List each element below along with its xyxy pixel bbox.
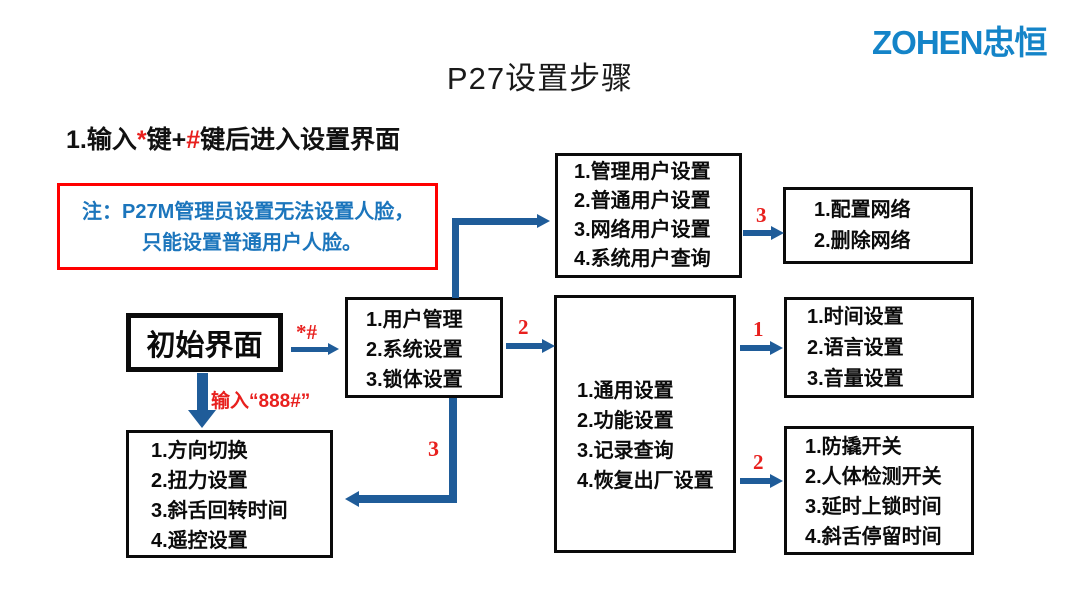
edge-label-2: 2 (518, 315, 529, 339)
brand-logo: ZOHEN忠恒 (872, 24, 1047, 61)
user-settings-item: 1.管理用户设置 (574, 161, 711, 183)
arrowhead-right-icon (542, 339, 555, 353)
arrow-main-to-lockbody-vertical (449, 398, 457, 503)
note-line-1: 注：P27M管理员设置无法设置人脸， (82, 201, 415, 223)
function-settings-item: 4.斜舌停留时间 (805, 526, 942, 548)
edge-label-3: 3 (756, 203, 767, 227)
user-settings-item: 4.系统用户查询 (574, 248, 711, 270)
network-item: 2.删除网络 (814, 230, 911, 252)
note-box: 注：P27M管理员设置无法设置人脸， 只能设置普通用户人脸。 (57, 183, 438, 270)
arrow-main-to-users-horizontal (452, 218, 538, 225)
function-settings-item: 3.延时上锁时间 (805, 496, 942, 518)
network-item: 1.配置网络 (814, 199, 911, 221)
lock-body-item: 3.斜舌回转时间 (151, 500, 288, 522)
arrowhead-down-icon (188, 410, 216, 428)
star-key: * (136, 126, 147, 154)
node-system-settings: 1.通用设置 2.功能设置 3.记录查询 4.恢复出厂设置 (554, 295, 736, 553)
node-network-settings: 1.配置网络 2.删除网络 (783, 187, 973, 264)
initial-screen-label: 初始界面 (146, 329, 263, 362)
arrowhead-right-icon (771, 226, 784, 240)
user-settings-item: 2.普通用户设置 (574, 190, 711, 212)
instruction-suffix: 键后进入设置界面 (200, 126, 401, 154)
note-line-2: 只能设置普通用户人脸。 (142, 232, 362, 254)
edge-label-star-hash: *# (296, 320, 317, 344)
edge-label-input-888: 输入“888#” (211, 391, 311, 412)
arrow-main-to-system (506, 343, 544, 349)
instruction-mid: 键+ (146, 126, 187, 154)
main-menu-item: 1.用户管理 (366, 309, 463, 331)
node-lock-body-settings: 1.方向切换 2.扭力设置 3.斜舌回转时间 4.遥控设置 (126, 430, 333, 558)
hash-key: # (186, 126, 201, 154)
lock-body-item: 4.遥控设置 (151, 530, 248, 552)
node-function-settings: 1.防撬开关 2.人体检测开关 3.延时上锁时间 4.斜舌停留时间 (784, 426, 974, 555)
node-user-settings: 1.管理用户设置 2.普通用户设置 3.网络用户设置 4.系统用户查询 (555, 153, 742, 278)
arrow-initial-to-main (291, 347, 329, 352)
step-instruction: 1.输入*键+#键后进入设置界面 (66, 120, 400, 156)
arrow-main-to-lockbody-horizontal (358, 495, 457, 503)
arrowhead-right-icon (770, 474, 783, 488)
system-settings-item: 1.通用设置 (577, 380, 674, 402)
system-settings-item: 3.记录查询 (577, 440, 674, 462)
arrow-system-to-function (740, 478, 772, 484)
user-settings-item: 3.网络用户设置 (574, 219, 711, 241)
arrowhead-right-icon (328, 343, 339, 355)
node-initial-screen: 初始界面 (126, 313, 283, 372)
lock-body-item: 2.扭力设置 (151, 470, 248, 492)
lock-body-item: 1.方向切换 (151, 440, 248, 462)
general-settings-item: 2.语言设置 (807, 337, 904, 359)
edge-label-2b: 2 (753, 450, 764, 474)
arrowhead-right-icon (770, 341, 783, 355)
function-settings-item: 1.防撬开关 (805, 436, 902, 458)
edge-label-1: 1 (753, 317, 764, 341)
arrowhead-left-icon (345, 491, 359, 507)
main-menu-item: 2.系统设置 (366, 339, 463, 361)
node-main-menu: 1.用户管理 2.系统设置 3.锁体设置 (345, 297, 503, 398)
function-settings-item: 2.人体检测开关 (805, 466, 942, 488)
arrowhead-right-icon (537, 214, 550, 228)
instruction-prefix: 1.输入 (66, 126, 137, 154)
arrow-main-to-users-vertical (452, 218, 459, 298)
system-settings-item: 4.恢复出厂设置 (577, 470, 714, 492)
main-menu-item: 3.锁体设置 (366, 369, 463, 391)
node-general-settings: 1.时间设置 2.语言设置 3.音量设置 (784, 297, 974, 398)
edge-label-3b: 3 (428, 436, 439, 461)
page-title: P27设置步骤 (446, 61, 634, 96)
general-settings-item: 3.音量设置 (807, 368, 904, 390)
arrow-initial-to-lockbody (197, 373, 208, 412)
arrow-users-to-network (743, 230, 773, 236)
general-settings-item: 1.时间设置 (807, 306, 904, 328)
arrow-system-to-general (740, 345, 772, 351)
system-settings-item: 2.功能设置 (577, 410, 674, 432)
